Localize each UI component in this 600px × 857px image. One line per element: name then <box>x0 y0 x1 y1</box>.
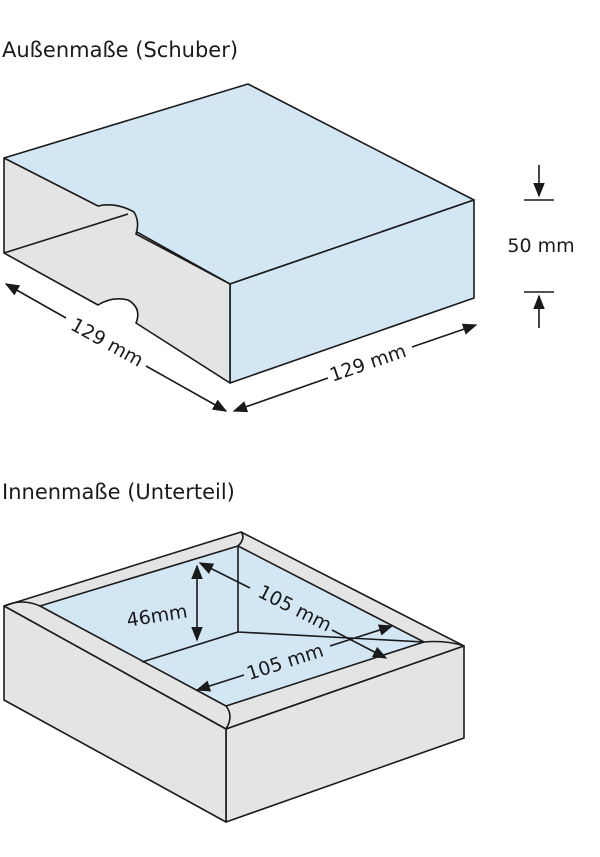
tray-inner-wall-edge-left <box>141 631 239 663</box>
outer-width-label: 129 mm <box>67 314 147 372</box>
slipcase-inner-edge <box>3 213 129 254</box>
tray-side-face <box>3 605 227 823</box>
outer-depth-label: 129 mm <box>327 340 409 387</box>
slipcase-open-side <box>3 157 231 384</box>
slipcase-drawing <box>3 83 475 384</box>
outer-dimensions-title: Außenmaße (Schuber) <box>2 38 239 62</box>
tray-drawing <box>3 531 465 823</box>
outer-height-label: 50 mm <box>507 235 574 257</box>
inner-dimensions-title: Innenmaße (Unterteil) <box>2 480 235 504</box>
outer-height-dimension: 50 mm <box>507 165 575 328</box>
